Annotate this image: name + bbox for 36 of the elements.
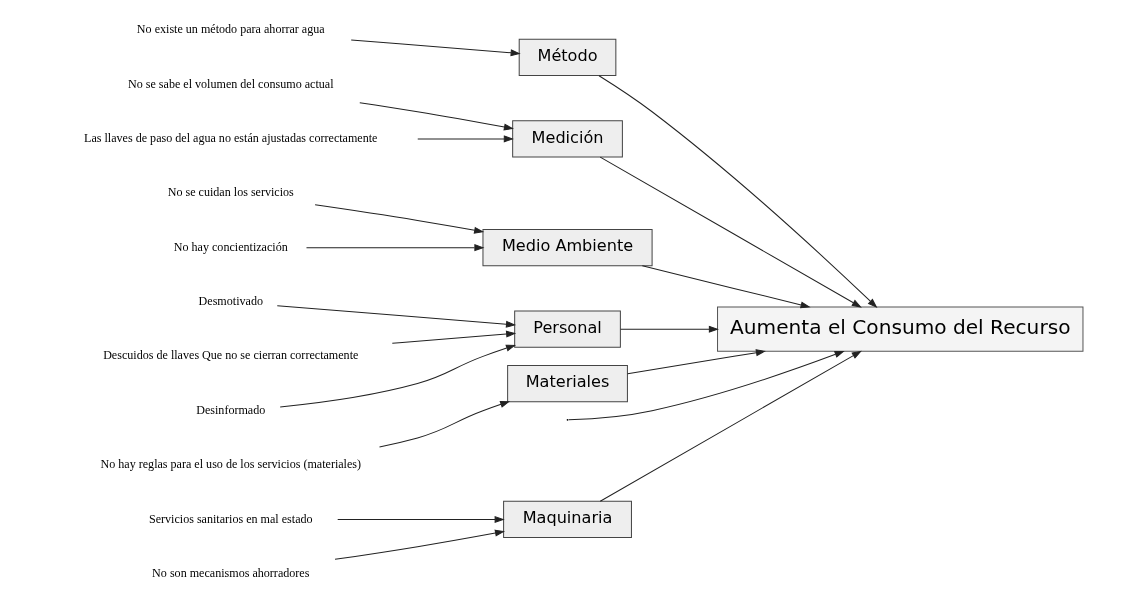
arrow (336, 515, 505, 523)
arrow (619, 325, 719, 333)
arrow (279, 344, 516, 408)
node-text: Las llaves de paso del agua no están ajustadas correctamente (83, 131, 377, 146)
node-box: Aumenta el Consumo del Recurso (716, 306, 1083, 352)
node-text: No se cuidan los servicios (167, 185, 294, 200)
arrow (305, 244, 484, 252)
node-box: Materiales (506, 364, 628, 403)
arrow (598, 75, 877, 309)
node-text: No se sabe el volumen del consumo actual (127, 76, 334, 91)
node-text: Desmotivado (198, 294, 263, 309)
node-text: No existe un método para ahorrar agua (136, 22, 325, 37)
node-box: Maquinaria (502, 500, 632, 539)
node-text: No hay reglas para el uso de los servicios (materiales) (99, 457, 361, 472)
node-box: Método (518, 38, 616, 76)
arrow (641, 265, 811, 309)
arrow (358, 102, 514, 131)
node-box: Personal (513, 310, 621, 348)
node-box: Medio Ambiente (481, 229, 653, 267)
node-text: No hay concientización (173, 239, 288, 254)
arrow (378, 401, 510, 448)
arrow (391, 330, 516, 344)
arrow (334, 529, 505, 560)
arrow (599, 350, 862, 502)
node-text: Descuidos de llaves Que no se cierran correctamente (102, 348, 358, 363)
node-text: No son mecanismos ahorradores (151, 565, 309, 580)
arrow (350, 39, 521, 57)
node-text: Desinformado (195, 402, 265, 417)
node-text: Servicios sanitarios en mal estado (148, 511, 313, 526)
node-box: Medición (511, 120, 623, 158)
arrow (314, 204, 484, 234)
arrow (599, 156, 862, 308)
arrow (626, 349, 766, 375)
arrow (416, 135, 514, 143)
arrow (567, 350, 845, 421)
arrow (276, 305, 516, 328)
